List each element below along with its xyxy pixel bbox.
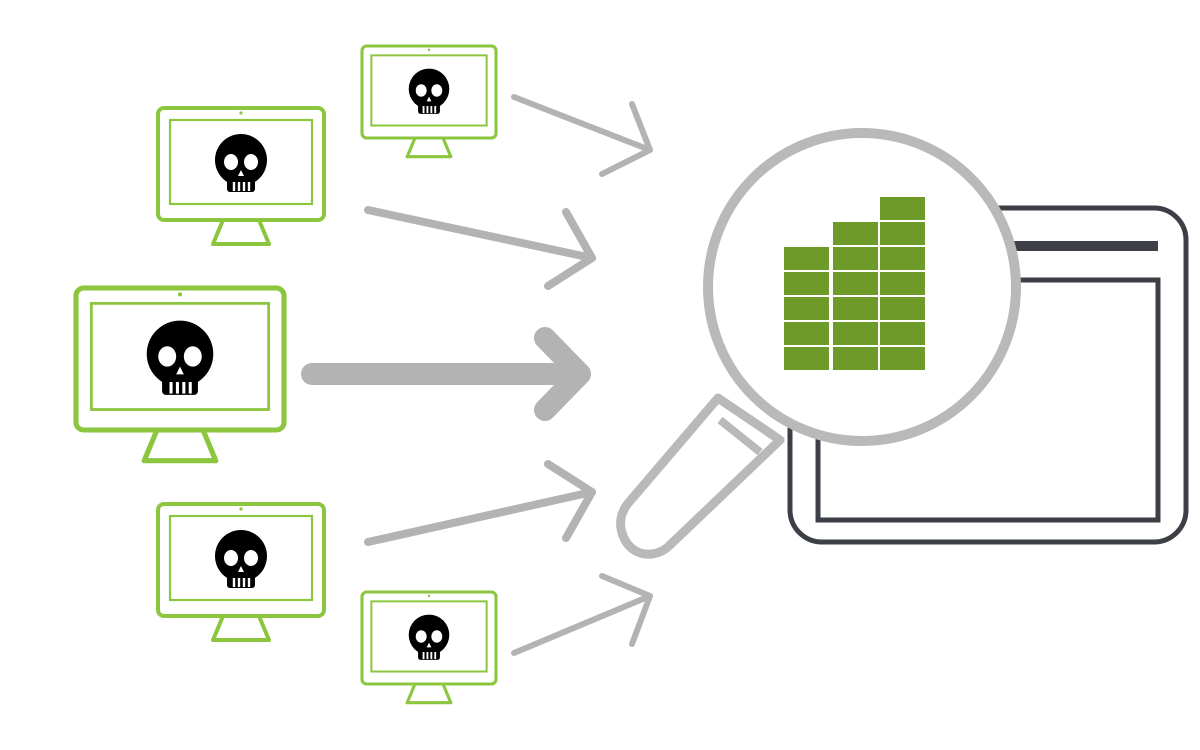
arrow-right-icon [511, 94, 653, 177]
skull-icon [408, 614, 450, 660]
window-title-bar [1000, 241, 1158, 251]
skull-icon [408, 68, 450, 114]
bar-block [833, 247, 878, 270]
bar-block [880, 272, 925, 295]
bar-block [784, 297, 829, 320]
computer-monitor-icon [156, 106, 326, 246]
bar-block [880, 197, 925, 220]
bar-block [784, 272, 829, 295]
computer-monitor-icon [73, 285, 287, 464]
bar-block [880, 347, 925, 370]
computer-monitor-icon [156, 502, 326, 642]
bar-block [833, 222, 878, 245]
bar-block [880, 222, 925, 245]
bar-block [784, 347, 829, 370]
computer-monitor-icon [360, 44, 498, 159]
infected-computers [73, 44, 498, 705]
arrow-right-icon [364, 206, 596, 290]
arrow-right-icon [364, 460, 596, 546]
bar-chart-icon [784, 197, 925, 370]
arrow-right-icon [511, 573, 653, 656]
bar-block [833, 297, 878, 320]
bar-block [880, 297, 925, 320]
skull-icon [215, 134, 267, 192]
bar-block [833, 322, 878, 345]
bar-block [833, 272, 878, 295]
skull-icon [146, 320, 214, 395]
bar-block [880, 322, 925, 345]
bar-block [880, 247, 925, 270]
computer-monitor-icon [360, 590, 498, 705]
bar-block [833, 347, 878, 370]
arrow-right-icon [301, 327, 591, 421]
arrows-group [301, 94, 653, 656]
bar-block [784, 247, 829, 270]
skull-icon [215, 530, 267, 588]
bar-block [784, 322, 829, 345]
